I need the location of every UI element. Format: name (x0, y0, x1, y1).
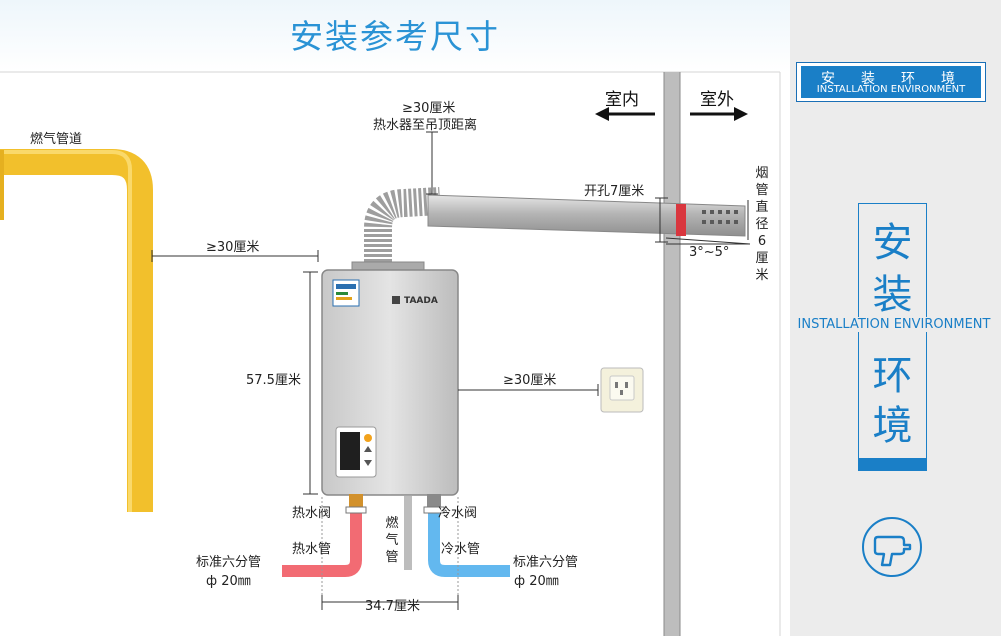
indoor-arrow (595, 107, 655, 121)
hot-water-pipe (282, 505, 362, 577)
electric-drill-icon (862, 517, 922, 577)
ceiling-distance-label: 热水器至吊顶距离 (373, 118, 478, 133)
outdoor-arrow (690, 107, 748, 121)
vertical-char-4: 境 (872, 403, 913, 449)
hot-valve-fitting (349, 494, 363, 508)
vertical-char-3: 环 (872, 353, 913, 399)
tilt-angle-label: 3°~5° (689, 245, 730, 260)
cold-pipe-label: 冷水管 (441, 542, 481, 557)
gas-short-label: 燃气管 (385, 516, 399, 565)
vertical-char-2: 装 (872, 272, 913, 318)
hole-size-label: 开孔7厘米 (584, 184, 645, 199)
badge-title-cn: 安装环境 (821, 71, 981, 87)
gas-pipe (0, 149, 153, 512)
badge-title-en: INSTALLATION ENVIRONMENT (816, 84, 966, 95)
standard-pipe-left: 标准六分管 (196, 555, 262, 570)
diameter-right: ф 20㎜ (514, 574, 559, 589)
flue-pipe (427, 194, 746, 237)
page-title: 安装参考尺寸 (290, 17, 500, 56)
right-gap-label: ≥30厘米 (503, 373, 557, 388)
heater-brand: TAADA (404, 296, 438, 306)
up-arrow-icon (364, 446, 372, 452)
diameter-left: ф 20㎜ (206, 574, 251, 589)
vertical-title-box (858, 203, 927, 471)
hot-pipe-label: 热水管 (292, 542, 332, 557)
flue-diameter-label: 烟管直径6厘米 (755, 166, 769, 283)
outdoor-label: 室外 (700, 90, 734, 110)
display-screen (340, 432, 360, 470)
cold-water-pipe (428, 505, 510, 577)
width-label: 34.7厘米 (365, 599, 420, 614)
down-arrow-icon (364, 460, 372, 466)
flue-vent-holes (702, 210, 738, 224)
vertical-char-1: 安 (872, 220, 913, 266)
vertical-subtitle: INSTALLATION ENVIRONMENT (790, 317, 998, 332)
standard-pipe-right: 标准六分管 (513, 555, 579, 570)
cold-valve-fitting (427, 494, 441, 508)
ceiling-distance-value: ≥30厘米 (402, 101, 456, 116)
gas-pipe-label: 燃气管道 (30, 132, 83, 147)
hot-valve-label: 热水阀 (292, 506, 332, 521)
height-label: 57.5厘米 (246, 373, 301, 388)
wall (664, 72, 680, 636)
title-band (0, 0, 790, 72)
cold-valve-label: 冷水阀 (438, 506, 478, 521)
power-button-icon (364, 434, 372, 442)
environment-badge: 安装环境 INSTALLATION ENVIRONMENT (796, 62, 986, 102)
left-gap-label: ≥30厘米 (206, 240, 260, 255)
flue-elbow (364, 187, 441, 262)
flue-wall-seal (676, 204, 686, 236)
brand-logo-icon (392, 296, 400, 304)
indoor-label: 室内 (605, 90, 639, 110)
